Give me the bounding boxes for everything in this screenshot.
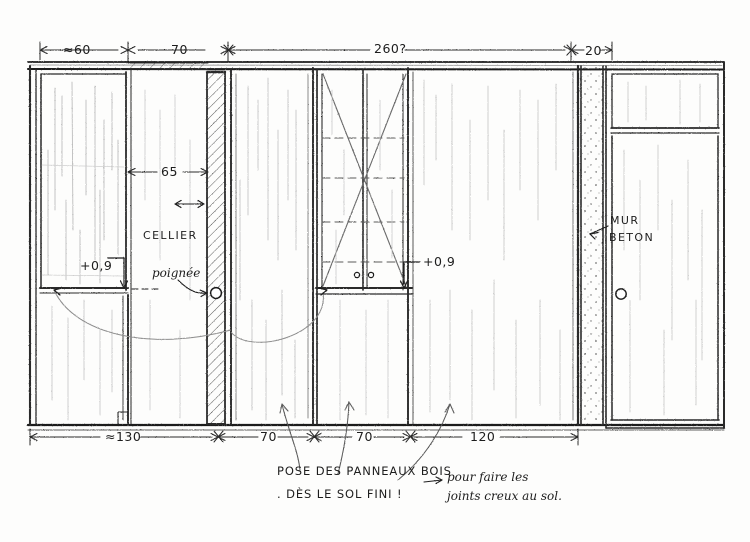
poignee-leader [177,279,208,298]
cellier-bay [127,62,227,425]
label-mur: MUR [610,214,640,227]
label-poignee: poignée [152,266,201,280]
note-main-line-2: . DÈS LE SOL FINI ! [277,487,403,501]
note-implies-arrow [423,476,443,485]
note-main-line-1: POSE DES PANNEAUX BOIS [277,464,452,478]
label-level-right: +0,9 [423,254,456,269]
dimension-top-260: 260? [374,41,407,56]
small-double-arrow [174,199,205,209]
left-bay [28,64,129,427]
dimension-cellier-65: 65 [161,164,178,179]
cabinet-unit [315,67,413,425]
dimension-top-60: ≈60 [63,42,91,57]
top-dimension-lines [39,41,613,63]
dimension-65-line [127,168,209,176]
mur-beton-leader [589,225,609,240]
note-sub-line-1: pour faire les [447,470,529,484]
level-mark-right [399,261,421,289]
dimension-bottom-70-a: 70 [260,429,277,444]
note-sub-line-2: joints creux au sol. [447,489,562,503]
right-wide-panel [412,64,580,427]
label-cellier: CELLIER [143,229,198,242]
concrete-wall [580,65,604,426]
dimension-top-20: 20 [585,43,602,58]
dimension-bottom-120: 120 [470,429,496,444]
middle-panel [230,67,314,425]
level-mark-left [107,257,159,290]
note-leader-arrows [279,401,455,481]
swing-arrow-cabinet [318,287,328,296]
swing-arrow-left [53,287,63,296]
dimension-top-70: 70 [171,42,188,57]
dimension-bottom-130: ≈130 [105,429,142,444]
right-door-unit [605,61,725,429]
door-swing-arcs [53,289,324,343]
label-level-left: +0,9 [80,258,113,273]
dimension-bottom-70-b: 70 [356,429,373,444]
floor-line [26,423,726,431]
label-beton: BETON [609,231,655,244]
